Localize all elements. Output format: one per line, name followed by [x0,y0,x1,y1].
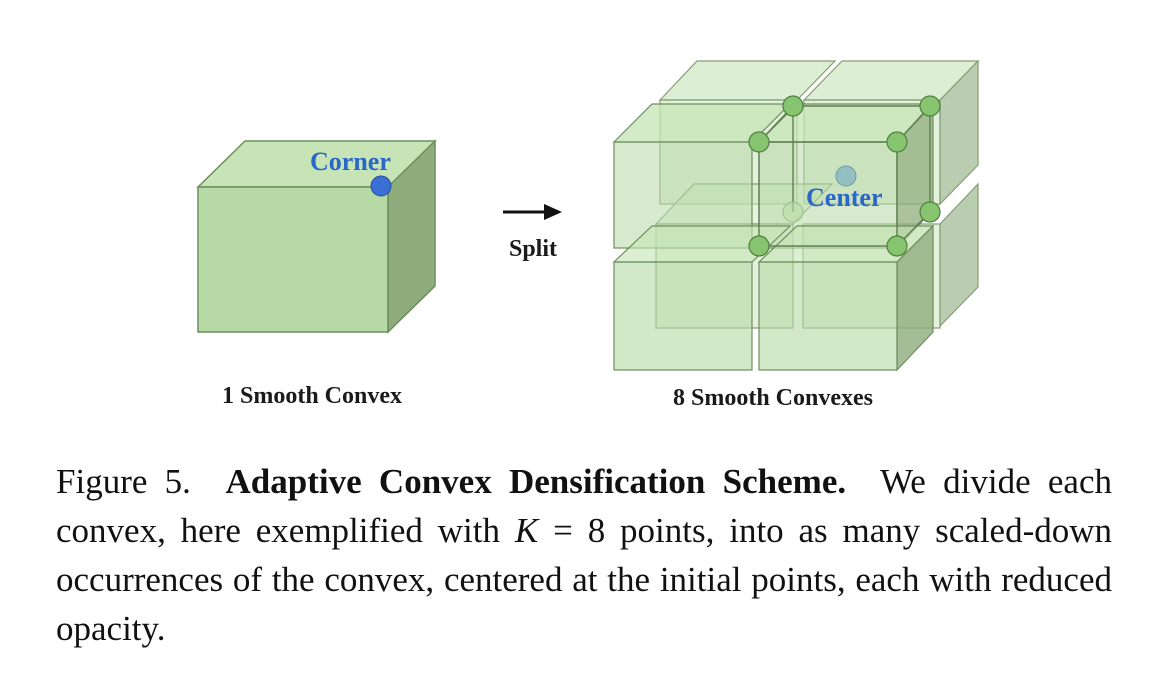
corner-point-7 [886,235,908,257]
front-cubes [612,102,935,372]
caption-text-1: We divide each convex, here exemplified … [56,462,1112,550]
corner-point-5 [919,201,941,223]
corner-point-3 [748,131,770,153]
caption-title: Adaptive Convex Densification Scheme. [225,462,847,501]
inner-cube-wireframe [757,105,932,247]
corner-points [748,95,941,257]
caption-text-2: 8 points, into as many scaled-down occur… [56,511,1113,648]
split-arrow [503,204,562,220]
center-point [835,165,857,187]
corner-point-6 [748,235,770,257]
figure-caption: Figure 5. Adaptive Convex Densification … [56,457,1112,653]
corner-label: Corner [310,147,391,176]
corner-point-2 [919,95,941,117]
corner-point-4 [886,131,908,153]
caption-equals: = [553,511,573,550]
right-cubes-label: 8 Smooth Convexes [673,385,873,411]
figure-illustration: Corner 1 Smooth Convex Split [196,59,980,411]
eight-convex-cubes [612,59,980,372]
corner-point-1 [782,95,804,117]
caption-prefix: Figure 5. [56,462,191,501]
left-cube-label: 1 Smooth Convex [222,383,402,409]
split-label: Split [509,236,557,262]
single-convex-cube [196,139,437,334]
center-label: Center [806,183,883,212]
caption-variable: K [514,511,539,550]
back-corner-point [782,201,804,223]
corner-point [370,175,392,197]
